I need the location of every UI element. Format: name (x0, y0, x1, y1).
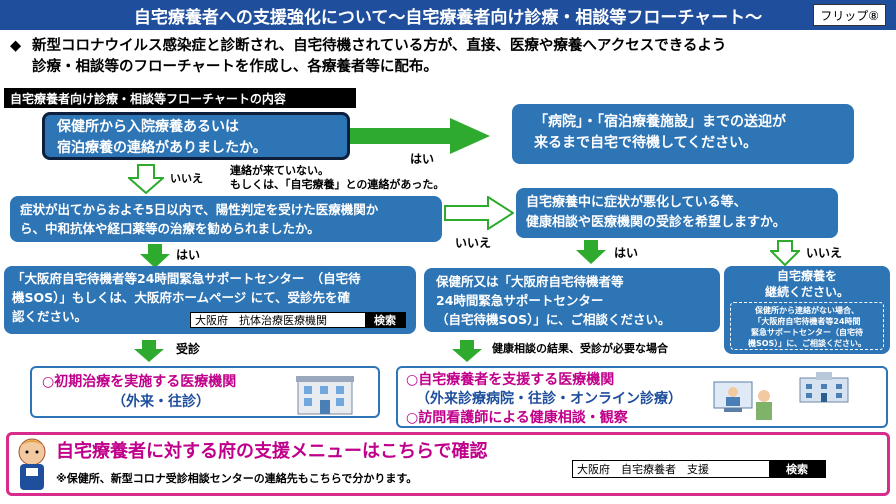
arrow-right-icon (350, 118, 490, 158)
support-menu-note: ※保健所、新型コロナ受診相談センターの連絡先もこちらで分かります。 (56, 472, 418, 485)
arrow-right-hollow-icon (444, 195, 515, 234)
q3-yes-label: はい (614, 246, 639, 260)
support-search-field[interactable]: 大阪府 自宅療養者 支援 (577, 463, 709, 476)
arrow-down-icon (452, 340, 482, 366)
arrow-down-hollow-icon (768, 240, 802, 270)
support-search-bar[interactable]: 大阪府 自宅療養者 支援 検索 (572, 460, 826, 478)
result-2-box: 「大阪府自宅待機者等24時間緊急サポートセンター （自宅待 機SOS）」もしくは… (4, 266, 416, 334)
result-3-line-1: 保健所又は「大阪府自宅待機者等 (436, 274, 624, 289)
support-search-button[interactable]: 検索 (769, 461, 825, 477)
intro-line-1: 新型コロナウイルス感染症と診断され、自宅待機されている方が、直接、医療や療養へア… (32, 38, 727, 54)
result-2-line-2: 機SOS）」もしくは、大阪府ホームページ にて、受診先を確 (12, 290, 350, 305)
antibody-search-button[interactable]: 検索 (365, 313, 405, 327)
q1-no-note-line-1: 連絡が来ていない。 (230, 164, 329, 177)
result-4-note: 保健所から連絡がない場合、 「大阪府自宅待機者等24時間 緊急サポートセンター（… (730, 302, 884, 350)
question-3-line-1: 自宅療養中に症状が悪化している等、 (526, 195, 747, 210)
result-4-title-line-1: 自宅療養を (776, 269, 837, 283)
result-3-line-3: （自宅待機SOS）」に、ご相談ください。 (436, 312, 671, 327)
result-1-line-2: 来るまで自宅で待機してください。 (534, 135, 758, 151)
result-4-note-line-3: 緊急サポートセンター（自宅待 (751, 328, 863, 337)
question-1-line-1: 保健所から入院療養あるいは (57, 119, 239, 135)
hospital-icon (796, 370, 852, 408)
title-bar: 自宅療養者への支援強化について～自宅療養者向け診療・相談等フローチャート～ (0, 0, 896, 30)
q1-no-label: いいえ (170, 172, 203, 185)
hospital-building-icon (292, 374, 358, 420)
result-1-box: 「病院」・「宿泊療養施設」までの送迎が 来るまで自宅で待機してください。 (512, 104, 854, 164)
question-2-line-2: ら、中和抗体や経口薬等の治療を勧められましたか。 (20, 221, 320, 236)
result-1-line-1: 「病院」・「宿泊療養施設」までの送迎が (534, 114, 786, 130)
result-4-note-line-4: 機SOS）」に、ご相談ください。 (747, 339, 867, 348)
result-4-box: 自宅療養を 継続ください。 (724, 266, 890, 354)
question-3-box: 自宅療養中に症状が悪化している等、 健康相談や医療機関の受診を希望しますか。 (516, 188, 838, 238)
q1-no-note-line-2: もしくは、「自宅療養」との連絡があった。 (230, 178, 445, 191)
result-2-line-1: 「大阪府自宅待機者等24時間緊急サポートセンター （自宅待 (12, 271, 361, 286)
intro-text: ◆ 新型コロナウイルス感染症と診断され、自宅待機されている方が、直接、医療や療養へ… (10, 36, 890, 78)
q2-yes-label: はい (176, 248, 201, 262)
q1-yes-label: はい (410, 152, 435, 166)
flip-label: フリップ⑧ (813, 4, 886, 26)
result-4-title-line-2: 継続ください。 (764, 285, 849, 299)
kenko-label: 健康相談の結果、受診が必要な場合 (492, 342, 668, 355)
antibody-search-bar[interactable]: 大阪府 抗体治療医療機関 検索 (190, 312, 406, 328)
result-3-line-2: 24時間緊急サポートセンター (436, 293, 604, 308)
question-1-line-2: 宿泊療養の連絡がありましたか。 (57, 140, 267, 156)
page-title: 自宅療養者への支援強化について～自宅療養者向け診療・相談等フローチャート～ (133, 7, 763, 28)
end-box-1-line-2: （外来・往診） (112, 394, 210, 410)
result-2-line-3: 認ください。 (12, 309, 88, 324)
question-3-line-2: 健康相談や医療機関の受診を希望しますか。 (526, 215, 786, 230)
arrow-down-hollow-icon (126, 164, 166, 198)
diamond-bullet-icon: ◆ (10, 38, 22, 54)
result-4-note-line-1: 保健所から連絡がない場合、 (755, 306, 859, 315)
end-box-2-line-3: ○訪問看護師による健康相談・観察 (406, 410, 628, 426)
shinsatsu-label: 受診 (176, 342, 201, 356)
mascot-icon (12, 434, 52, 498)
question-1-box: 保健所から入院療養あるいは 宿泊療養の連絡がありましたか。 (42, 112, 350, 160)
end-box-2-line-2: （外来診療病院・往診・オンライン診療） (416, 391, 682, 407)
q3-no-label: いいえ (806, 246, 843, 260)
question-2-line-1: 症状が出てからおよそ5日以内で、陽性判定を受けた医療機関か (20, 202, 379, 217)
online-consultation-icon (712, 380, 776, 426)
support-menu-title: 自宅療養者に対する府の支援メニューはこちらで確認 (56, 441, 488, 462)
result-4-note-line-2: 「大阪府自宅待機者等24時間 (753, 317, 861, 326)
arrow-down-icon (576, 240, 606, 268)
section-label: 自宅療養者向け診療・相談等フローチャートの内容 (4, 88, 356, 108)
q2-no-label: いいえ (455, 236, 492, 250)
antibody-search-field[interactable]: 大阪府 抗体治療医療機関 (195, 314, 327, 327)
end-box-2-line-1: ○自宅療養者を支援する医療機関 (406, 372, 615, 388)
end-box-1-line-1: ○初期治療を実施する医療機関 (42, 374, 237, 390)
question-2-box: 症状が出てからおよそ5日以内で、陽性判定を受けた医療機関か ら、中和抗体や経口薬… (10, 196, 442, 242)
q1-no-note: 連絡が来ていない。 もしくは、「自宅療養」との連絡があった。 (230, 164, 444, 192)
intro-line-2: 診療・相談等のフローチャートを作成し、各療養者等に配布。 (32, 59, 438, 75)
arrow-down-icon (134, 340, 164, 366)
arrow-down-icon (140, 244, 170, 272)
result-3-box: 保健所又は「大阪府自宅待機者等 24時間緊急サポートセンター （自宅待機SOS）… (424, 268, 720, 332)
